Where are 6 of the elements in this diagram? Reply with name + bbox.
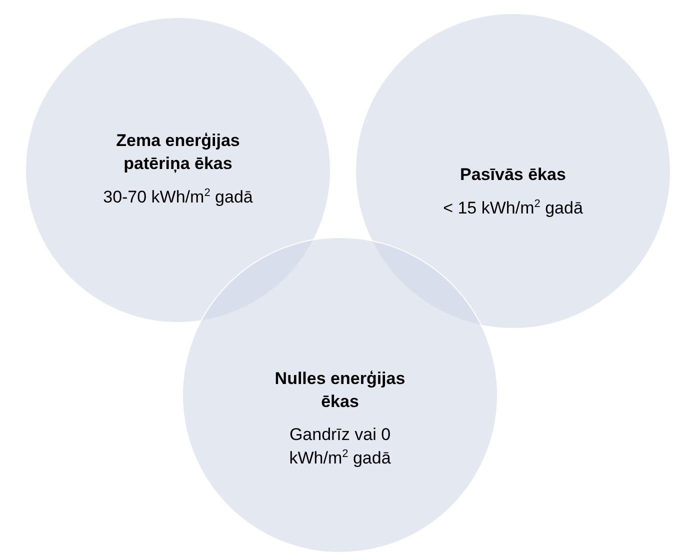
circle-heading: Pasīvās ēkas [460, 164, 566, 186]
circle-text: Gandrīz vai 0 kWh/m$^{2}$ gadā [288, 424, 392, 470]
circle-text: 30-70 kWh/m$^{2}$ gadā [103, 186, 253, 209]
circle-heading: Nulles enerģijas ēkas [274, 368, 406, 413]
circle-text: < 15 kWh/m$^{2}$ gadā [443, 196, 583, 220]
circle-heading: Zema enerģijas patēriņa ēkas [115, 130, 241, 175]
